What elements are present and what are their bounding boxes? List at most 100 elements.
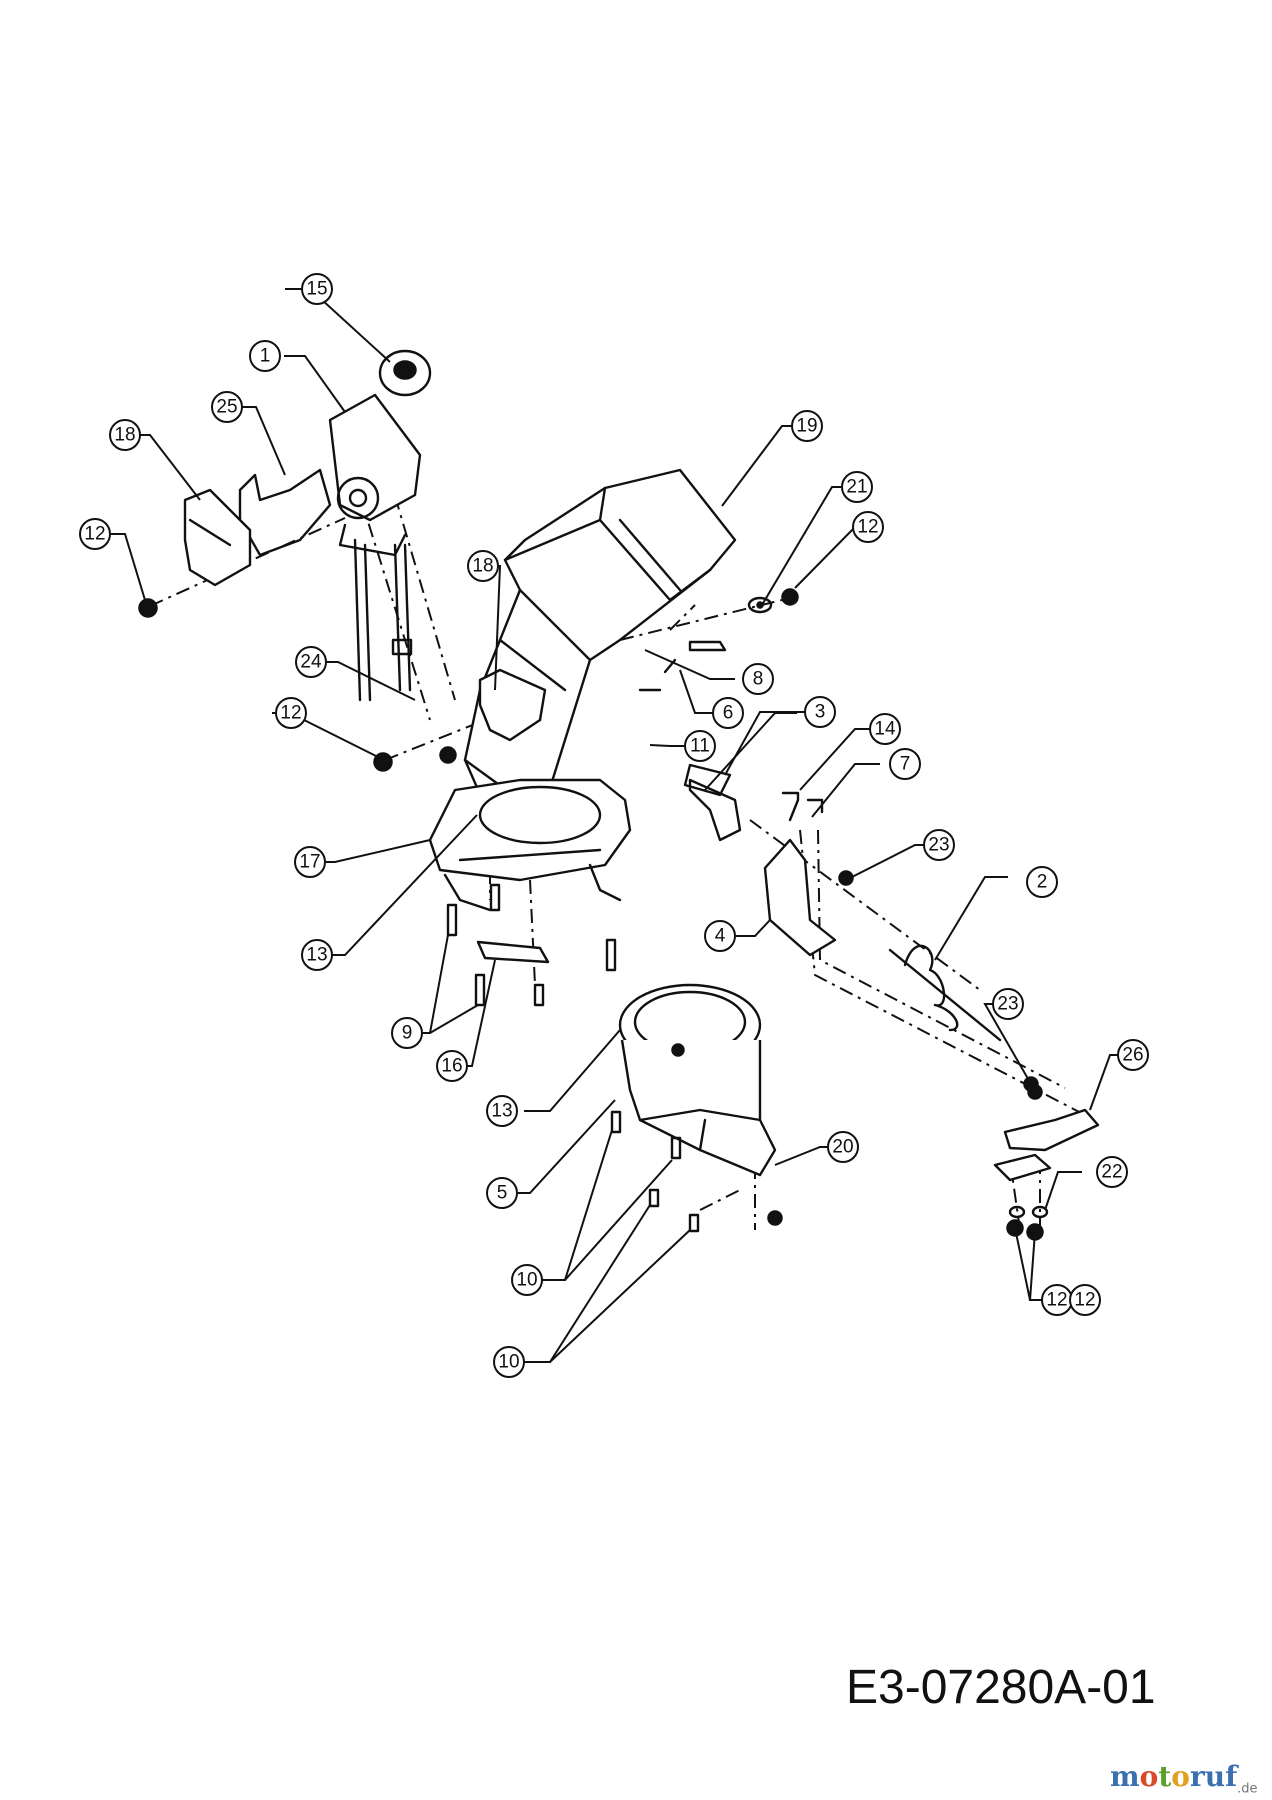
- callout-label: 26: [1122, 1045, 1143, 1066]
- callout-label: 24: [300, 652, 322, 673]
- callout-label: 16: [441, 1056, 462, 1077]
- callout-bubble: [923, 829, 955, 861]
- callout-bubble: [804, 696, 836, 728]
- callout-1: 1: [249, 340, 281, 372]
- callout-label: 13: [491, 1101, 512, 1122]
- watermark-logo: motoruf.de: [1110, 1760, 1258, 1797]
- callout-label: 12: [857, 517, 878, 538]
- callout-26: 26: [1117, 1039, 1149, 1071]
- callout-13: 13: [486, 1095, 518, 1127]
- callout-19: 19: [791, 410, 823, 442]
- callout-14: 14: [869, 713, 901, 745]
- callout-3: 3: [804, 696, 836, 728]
- callout-bubble: [704, 920, 736, 952]
- callout-label: 14: [874, 719, 896, 740]
- callout-bubble: [827, 1131, 859, 1163]
- callout-18: 18: [467, 550, 499, 582]
- callout-bubble: [852, 511, 884, 543]
- callout-label: 23: [997, 994, 1018, 1015]
- callout-bubble: [684, 730, 716, 762]
- callout-label: 8: [753, 669, 764, 690]
- top-bracket-assembly: [238, 393, 422, 702]
- callout-bubble: [79, 518, 111, 550]
- callout-10: 10: [511, 1264, 543, 1296]
- callout-17: 17: [294, 846, 326, 878]
- callout-bubble: [391, 1017, 423, 1049]
- callout-20: 20: [827, 1131, 859, 1163]
- callout-label: 21: [846, 477, 867, 498]
- callout-24: 24: [295, 646, 327, 678]
- callout-12: 12: [79, 518, 111, 550]
- callout-label: 15: [306, 279, 327, 300]
- bracket-4: [763, 838, 837, 957]
- callout-bubble: [294, 846, 326, 878]
- callout-bubble: [301, 939, 333, 971]
- callout-label: 4: [715, 926, 726, 947]
- callout-label: 1: [260, 346, 271, 367]
- callout-16: 16: [436, 1050, 468, 1082]
- callout-5: 5: [486, 1177, 518, 1209]
- callout-bubble: [436, 1050, 468, 1082]
- callout-8: 8: [742, 663, 774, 695]
- callout-bubble: [1117, 1039, 1149, 1071]
- bolts-9: [446, 883, 617, 1007]
- callout-label: 22: [1101, 1162, 1122, 1183]
- deflector-18-left: [183, 488, 252, 587]
- callout-bubble: [1069, 1284, 1101, 1316]
- callout-bubble: [493, 1346, 525, 1378]
- base-ring-17: [428, 778, 632, 912]
- callout-label: 18: [114, 425, 135, 446]
- callout-bubble: [301, 273, 333, 305]
- callout-bubble: [712, 697, 744, 729]
- callout-label: 10: [516, 1270, 537, 1291]
- callout-15: 15: [301, 273, 333, 305]
- callout-23: 23: [992, 988, 1024, 1020]
- bracket-26: [993, 1084, 1100, 1219]
- callout-10: 10: [493, 1346, 525, 1378]
- callout-6: 6: [712, 697, 744, 729]
- callout-bubble: [295, 646, 327, 678]
- callout-18: 18: [109, 419, 141, 451]
- right-small-parts: [638, 596, 854, 886]
- lower-chute-20: [618, 983, 777, 1177]
- callout-label: 3: [815, 702, 826, 723]
- callout-2: 2: [1026, 866, 1058, 898]
- callout-12: 12: [1069, 1284, 1101, 1316]
- callout-label: 10: [498, 1352, 519, 1373]
- knob-15: [378, 349, 432, 397]
- callout-12: 12: [852, 511, 884, 543]
- callout-4: 4: [704, 920, 736, 952]
- callout-label: 7: [900, 754, 911, 775]
- callout-bubble: [486, 1095, 518, 1127]
- callout-label: 25: [216, 397, 237, 418]
- callout-label: 19: [796, 416, 817, 437]
- nuts-12: [138, 588, 1044, 1241]
- callout-bubble: [486, 1177, 518, 1209]
- callout-bubble: [992, 988, 1024, 1020]
- auger-2: [888, 944, 1039, 1092]
- callout-bubble: [275, 697, 307, 729]
- callout-label: 12: [280, 703, 301, 724]
- callout-bubble: [889, 748, 921, 780]
- callout-bubble: [1096, 1156, 1128, 1188]
- callout-label: 13: [306, 945, 327, 966]
- callout-bubble: [1026, 866, 1058, 898]
- callout-12: 12: [275, 697, 307, 729]
- callout-7: 7: [889, 748, 921, 780]
- callout-bubble: [511, 1264, 543, 1296]
- callout-label: 12: [1046, 1290, 1067, 1311]
- callout-11: 11: [684, 730, 716, 762]
- callout-label: 12: [84, 524, 105, 545]
- callout-label: 18: [472, 556, 493, 577]
- callout-12: 12: [1041, 1284, 1073, 1316]
- callout-label: 2: [1037, 872, 1048, 893]
- callout-bubble: [467, 550, 499, 582]
- callout-13: 13: [301, 939, 333, 971]
- callout-label: 17: [299, 852, 320, 873]
- callout-label: 12: [1074, 1290, 1095, 1311]
- callout-bubble: [841, 471, 873, 503]
- callout-23: 23: [923, 829, 955, 861]
- callout-label: 9: [402, 1023, 413, 1044]
